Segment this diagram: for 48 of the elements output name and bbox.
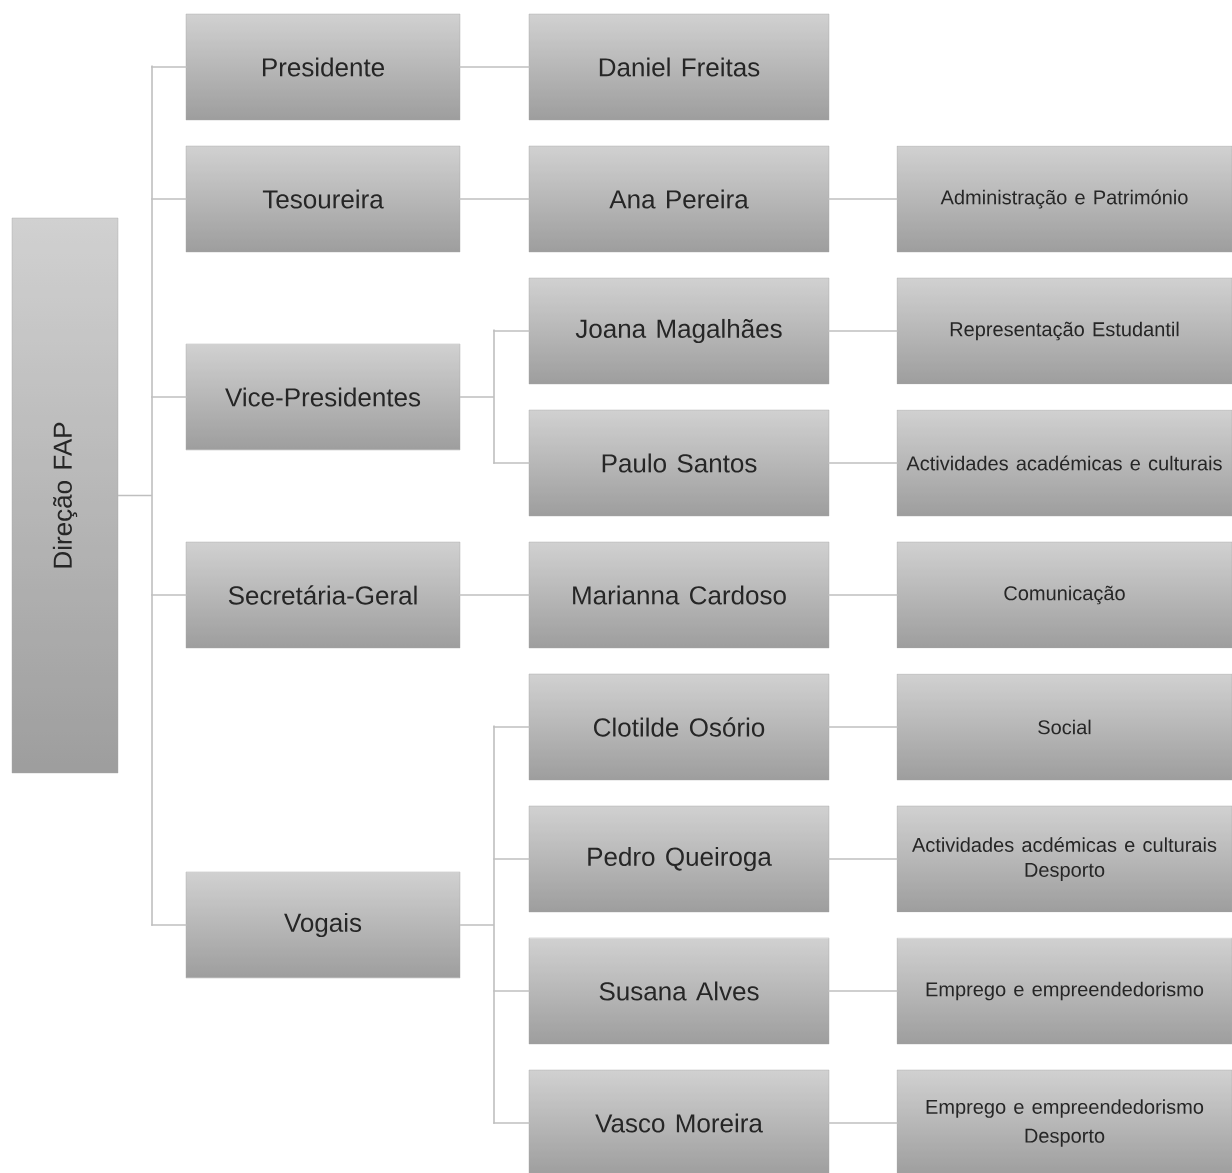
connector-line (458, 594, 531, 596)
connector-line (827, 462, 899, 464)
connector-line (827, 1122, 899, 1124)
org-box: Presidente (185, 13, 461, 121)
org-box: Actividades acdémicas e culturais Desporto (896, 805, 1232, 913)
connector-line (492, 462, 531, 464)
connector-line (827, 726, 899, 728)
org-box: Actividades académicas e culturais (896, 409, 1232, 517)
org-box: Daniel Freitas (528, 13, 830, 121)
org-box: Joana Magalhães (528, 277, 830, 385)
org-box: Representação Estudantil (896, 277, 1232, 385)
org-box: Ana Pereira (528, 145, 830, 253)
connector-line (492, 990, 531, 992)
connector-line (150, 924, 188, 926)
connector-line (150, 594, 188, 596)
connector-line (827, 990, 899, 992)
connector-trunk (459, 724, 495, 1125)
connector-line (150, 66, 188, 68)
org-box: Social (896, 673, 1232, 781)
connector-line (150, 396, 188, 398)
org-box: Pedro Queiroga (528, 805, 830, 913)
org-box: Paulo Santos (528, 409, 830, 517)
org-box: Administração e Património (896, 145, 1232, 253)
connector-line (492, 330, 531, 332)
org-box: Emprego e empreendedorismo (896, 937, 1232, 1045)
connector-line (827, 198, 899, 200)
connector-line (827, 330, 899, 332)
org-box: Susana Alves (528, 937, 830, 1045)
connector-line (492, 1122, 531, 1124)
org-box: Comunicação (896, 541, 1232, 649)
connector-line (827, 594, 899, 596)
connector-line (492, 858, 531, 860)
connector-trunk (117, 64, 153, 927)
org-box: Marianna Cardoso (528, 541, 830, 649)
connector-line (458, 198, 531, 200)
org-box: Tesoureira (185, 145, 461, 253)
connector-line (458, 66, 531, 68)
org-box: Emprego e empreendedorismo Desporto (896, 1069, 1232, 1173)
connector-line (150, 198, 188, 200)
org-box: Vasco Moreira (528, 1069, 830, 1173)
connector-trunk (459, 328, 495, 465)
connector-line (492, 726, 531, 728)
org-box: Vogais (185, 871, 461, 979)
org-box: Vice-Presidentes (185, 343, 461, 451)
org-box: Clotilde Osório (528, 673, 830, 781)
org-box: Direção FAP (11, 217, 119, 774)
connector-line (827, 858, 899, 860)
org-box: Secretária-Geral (185, 541, 461, 649)
